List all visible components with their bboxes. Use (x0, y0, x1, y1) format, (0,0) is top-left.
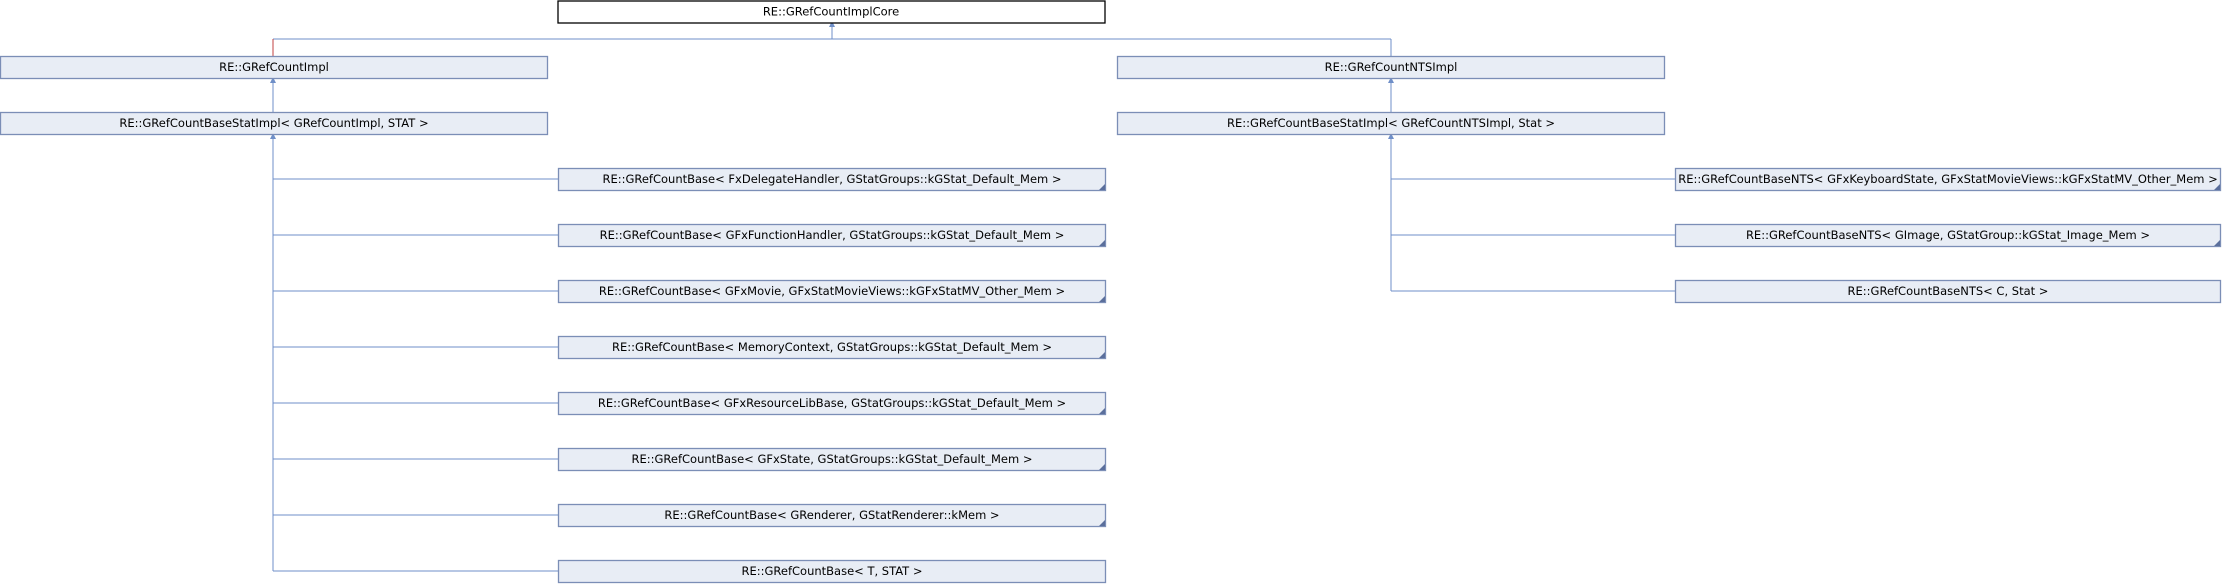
node-base-stat-impl[interactable]: RE::GRefCountBaseStatImpl< GRefCountImpl… (0, 111, 549, 136)
collapsed-corner-icon (1099, 240, 1105, 246)
arrow-to-impl (270, 77, 276, 83)
node-base-stat-impl-label: RE::GRefCountBaseStatImpl< GRefCountImpl… (119, 116, 428, 130)
collapsed-corner-icon (2214, 240, 2220, 246)
arrow-to-base-stat-impl (270, 133, 276, 139)
node-left-child-7-label: RE::GRefCountBase< T, STAT > (741, 564, 922, 578)
collapsed-corner-icon (1099, 408, 1105, 414)
node-left-child-7[interactable]: RE::GRefCountBase< T, STAT > (557, 559, 1107, 584)
node-left-child-0-label: RE::GRefCountBase< FxDelegateHandler, GS… (602, 172, 1061, 186)
node-left-child-2-label: RE::GRefCountBase< GFxMovie, GFxStatMovi… (599, 284, 1065, 298)
node-right-child-0-label: RE::GRefCountBaseNTS< GFxKeyboardState, … (1678, 172, 2218, 186)
node-nts-impl-label: RE::GRefCountNTSImpl (1325, 60, 1458, 74)
node-left-child-3[interactable]: RE::GRefCountBase< MemoryContext, GStatG… (557, 335, 1107, 360)
node-left-child-5-label: RE::GRefCountBase< GFxState, GStatGroups… (631, 452, 1032, 466)
node-right-child-1-label: RE::GRefCountBaseNTS< GImage, GStatGroup… (1746, 228, 2150, 242)
node-core[interactable]: RE::GRefCountImplCore (557, 0, 1106, 24)
node-left-child-1-label: RE::GRefCountBase< GFxFunctionHandler, G… (600, 228, 1065, 242)
node-left-child-1[interactable]: RE::GRefCountBase< GFxFunctionHandler, G… (557, 223, 1107, 248)
collapsed-corner-icon (1099, 464, 1105, 470)
node-left-child-3-label: RE::GRefCountBase< MemoryContext, GStatG… (612, 340, 1052, 354)
node-left-child-0[interactable]: RE::GRefCountBase< FxDelegateHandler, GS… (557, 167, 1107, 192)
node-core-label: RE::GRefCountImplCore (763, 5, 899, 19)
node-right-child-2[interactable]: RE::GRefCountBaseNTS< C, Stat > (1674, 279, 2222, 304)
node-left-child-4-label: RE::GRefCountBase< GFxResourceLibBase, G… (598, 396, 1066, 410)
collapsed-corner-icon (1099, 296, 1105, 302)
node-left-child-2[interactable]: RE::GRefCountBase< GFxMovie, GFxStatMovi… (557, 279, 1107, 304)
node-left-child-6-label: RE::GRefCountBase< GRenderer, GStatRende… (664, 508, 999, 522)
node-right-child-1[interactable]: RE::GRefCountBaseNTS< GImage, GStatGroup… (1674, 223, 2222, 248)
collapsed-corner-icon (1099, 520, 1105, 526)
node-impl-label: RE::GRefCountImpl (219, 60, 329, 74)
collapsed-corner-icon (2214, 184, 2220, 190)
node-left-child-4[interactable]: RE::GRefCountBase< GFxResourceLibBase, G… (557, 391, 1107, 416)
node-left-child-5[interactable]: RE::GRefCountBase< GFxState, GStatGroups… (557, 447, 1107, 472)
node-base-stat-nts-impl[interactable]: RE::GRefCountBaseStatImpl< GRefCountNTSI… (1116, 111, 1666, 136)
arrow-to-core (829, 21, 835, 27)
node-right-child-0[interactable]: RE::GRefCountBaseNTS< GFxKeyboardState, … (1674, 167, 2222, 192)
edges (270, 21, 1675, 572)
node-impl[interactable]: RE::GRefCountImpl (0, 55, 549, 80)
node-left-child-6[interactable]: RE::GRefCountBase< GRenderer, GStatRende… (557, 503, 1107, 528)
node-right-child-2-label: RE::GRefCountBaseNTS< C, Stat > (1848, 284, 2049, 298)
arrow-to-nts-impl (1388, 77, 1394, 83)
collapsed-corner-icon (1099, 352, 1105, 358)
collapsed-corner-icon (1099, 184, 1105, 190)
node-base-stat-nts-impl-label: RE::GRefCountBaseStatImpl< GRefCountNTSI… (1227, 116, 1555, 130)
arrow-to-base-stat-nts-impl (1388, 133, 1394, 139)
node-nts-impl[interactable]: RE::GRefCountNTSImpl (1116, 55, 1666, 80)
